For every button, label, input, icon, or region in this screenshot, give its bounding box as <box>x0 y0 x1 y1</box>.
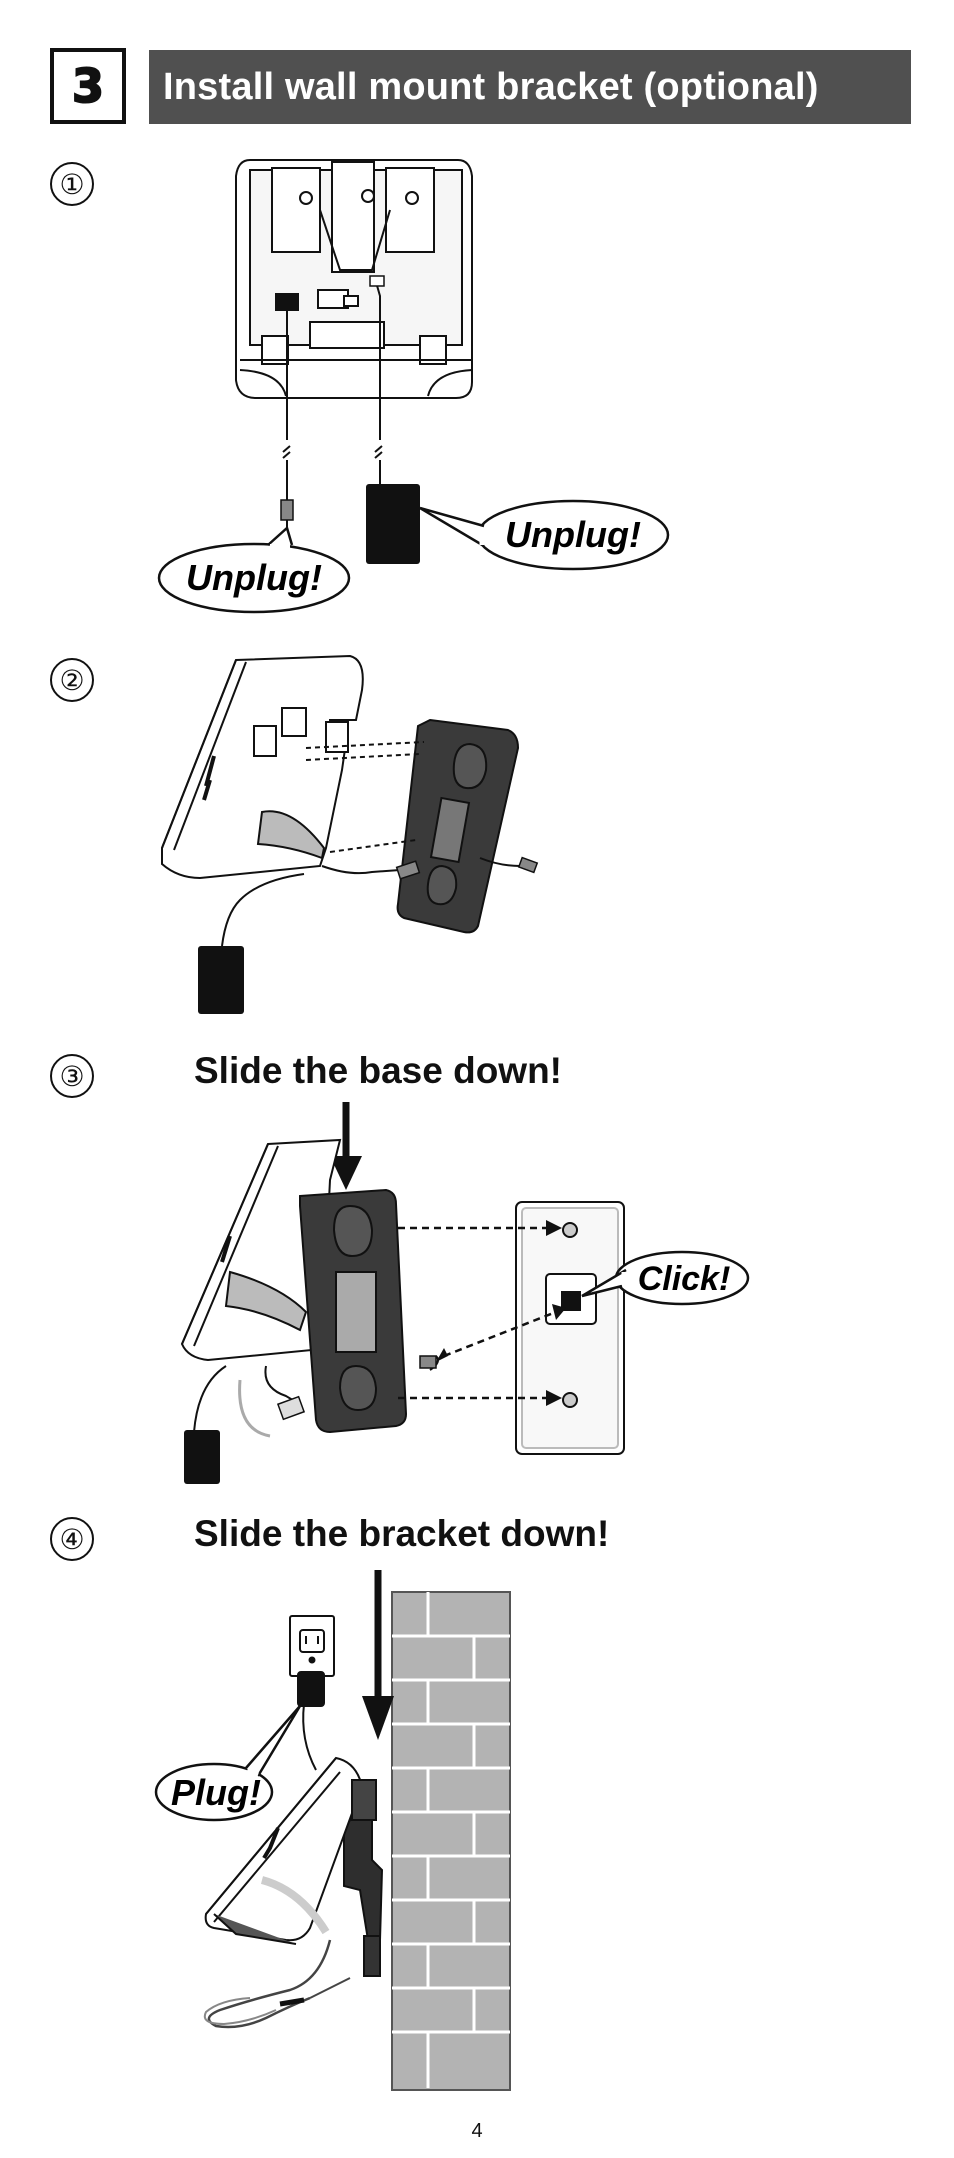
base-side-view <box>161 654 364 880</box>
section-title: Install wall mount bracket (optional) <box>163 65 819 108</box>
plug-callout: Plug! <box>171 1772 261 1813</box>
unplug-callout-phone: Unplug! <box>186 557 322 598</box>
step-2-marker: ② <box>50 658 94 702</box>
step-3-heading: Slide the base down! <box>194 1050 562 1091</box>
step-3-marker: ③ <box>50 1054 94 1098</box>
base-back-view <box>235 159 473 399</box>
section-title-bar: Install wall mount bracket (optional) <box>149 50 911 124</box>
click-callout: Click! <box>638 1260 731 1298</box>
step-1-marker: ① <box>50 162 94 206</box>
wall-jack-plate <box>515 1201 625 1455</box>
step-4-marker: ④ <box>50 1517 94 1561</box>
page-number: 4 <box>471 2120 483 2142</box>
unplug-callout-power: Unplug! <box>505 514 641 555</box>
wall-bracket <box>396 718 520 934</box>
brick-wall <box>391 1591 511 2091</box>
step-4-heading: Slide the bracket down! <box>194 1513 610 1554</box>
section-number: 3 <box>71 58 105 114</box>
section-number-box: 3 <box>50 48 126 124</box>
power-outlet <box>289 1615 335 1707</box>
